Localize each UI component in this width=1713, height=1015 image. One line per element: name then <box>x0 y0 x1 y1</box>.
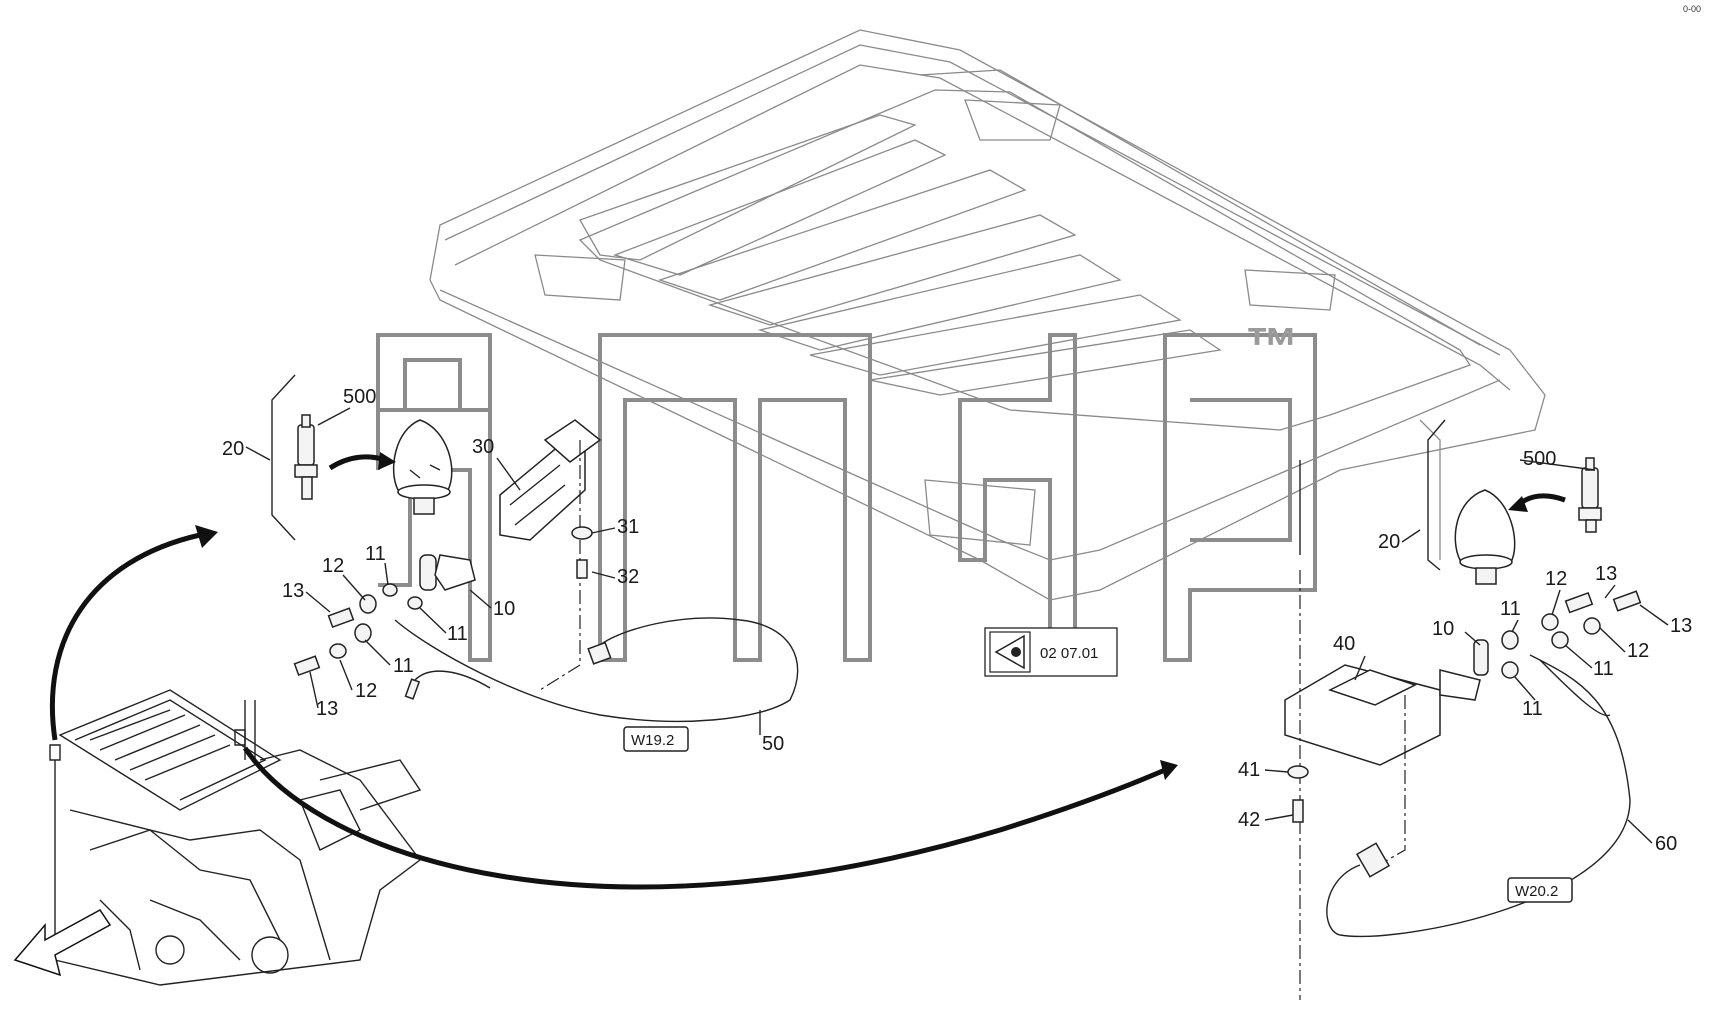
washer-part <box>571 526 593 540</box>
arrowhead-icon <box>378 452 396 470</box>
callout-500-right: 500 <box>1523 448 1556 470</box>
callout-11-right-b: 11 <box>1593 658 1614 680</box>
beacon-lamp-part <box>392 419 453 515</box>
callout-arrow-right-icon <box>242 746 1166 890</box>
view-ref-text: 02 07.01 <box>1040 645 1098 662</box>
callout-11-right-a: 11 <box>1500 598 1521 620</box>
callout-13-right-b: 13 <box>1670 615 1692 637</box>
callout-41: 41 <box>1238 759 1260 781</box>
callout-12-left-b: 12 <box>355 680 377 702</box>
callout-30: 30 <box>472 436 494 458</box>
trademark-mark: ™ <box>1245 317 1299 377</box>
machine-overview-thumbnail <box>13 689 422 986</box>
callout-60: 60 <box>1655 833 1677 855</box>
callout-13-left-b: 13 <box>316 698 338 720</box>
screw-part <box>576 559 588 579</box>
watermark-logo: ™ <box>376 317 1317 662</box>
callout-11-left-a: 11 <box>365 543 386 565</box>
canopy-roof-outline <box>429 29 1546 601</box>
corner-mark: 0-00 <box>1683 4 1701 14</box>
callout-32: 32 <box>617 566 639 588</box>
right-assembly <box>1284 419 1642 1000</box>
callout-arrow-left-icon <box>49 532 201 741</box>
callout-11-left-c: 11 <box>393 655 414 677</box>
callout-10-right: 10 <box>1432 618 1454 640</box>
view-reference-box: 02 07.01 <box>984 627 1118 677</box>
callout-13-left-a: 13 <box>282 580 304 602</box>
callout-20-right: 20 <box>1378 531 1400 553</box>
install-arrow-icon-right <box>1516 493 1566 507</box>
callout-42: 42 <box>1238 809 1260 831</box>
callout-12-right-a: 12 <box>1545 568 1567 590</box>
leader-lines <box>245 407 1669 844</box>
callout-12-right-b: 12 <box>1627 640 1649 662</box>
callout-20-left: 20 <box>222 438 244 460</box>
left-assembly <box>271 374 799 752</box>
callout-31: 31 <box>617 516 639 538</box>
callout-40: 40 <box>1333 633 1355 655</box>
cable-tag-left: W19.2 <box>631 732 674 749</box>
cable-tag-right: W20.2 <box>1515 883 1558 900</box>
bulb-part <box>294 414 318 500</box>
callout-12-left-a: 12 <box>322 555 344 577</box>
callout-13-right-a: 13 <box>1595 563 1617 585</box>
callout-11-left-b: 11 <box>447 623 468 645</box>
beacon-lamp-part-right <box>1454 489 1516 585</box>
mounting-bracket-40 <box>1284 664 1441 766</box>
callout-10-left: 10 <box>493 598 515 620</box>
mounting-bracket-30 <box>499 419 602 541</box>
callout-50: 50 <box>762 733 784 755</box>
bracket-10 <box>419 554 476 591</box>
callout-500-left: 500 <box>343 386 376 408</box>
location-arrow-icon <box>13 909 112 977</box>
callout-11-right-c: 11 <box>1522 698 1543 720</box>
